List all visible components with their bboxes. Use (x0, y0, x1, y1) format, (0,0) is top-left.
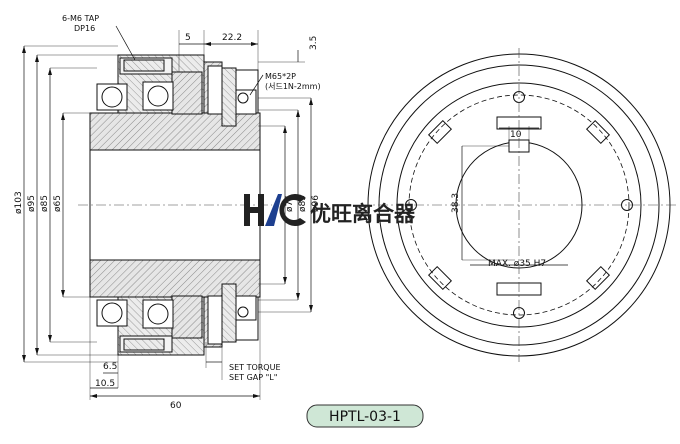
section-arrowheads (22, 42, 313, 398)
dim-key-width: 10 (510, 130, 522, 140)
dim-left-103: ø103 (14, 191, 24, 214)
note-set-torque: SET TORQUE (229, 363, 281, 372)
front-view (360, 48, 678, 362)
company-logo: HC (244, 194, 306, 226)
dim-left-95: ø95 (27, 195, 37, 212)
dim-left-85: ø85 (40, 195, 50, 212)
section-texts: 6-M6 TAP DP16 M65*2P (서드1N-2mm) SET TORQ… (14, 14, 321, 411)
dim-bottom-10-5: 10.5 (95, 379, 115, 389)
note-set-gap: SET GAP "L" (229, 373, 277, 382)
watermark: HC 优旺离合器 (244, 194, 416, 226)
slot-1 (427, 119, 453, 145)
dim-top-5: 5 (185, 33, 191, 43)
bottom-bearing-right (147, 303, 169, 325)
slot-2 (585, 119, 611, 145)
dim-right-96: ø96 (311, 195, 321, 212)
section-view (78, 54, 272, 356)
company-name: 优旺离合器 (310, 202, 416, 226)
top-spring-pack (171, 71, 203, 115)
bottom-adjust-nut (221, 283, 237, 343)
note-thread: M65*2P (265, 72, 296, 81)
top-adjust-nut (221, 67, 237, 127)
front-dimension-lines (461, 126, 568, 266)
dim-bore: MAX. ø35 H7 (488, 259, 546, 269)
dim-bottom-60: 60 (170, 401, 182, 411)
note-tap: 6-M6 TAP (62, 14, 99, 23)
dim-right-75: ø75 (285, 195, 295, 212)
dim-key-height: 38.3 (451, 193, 461, 213)
model-label-text: HPTL-03-1 (329, 409, 401, 425)
bottom-spring-pack (171, 295, 203, 339)
dim-left-65: ø65 (53, 195, 63, 212)
dim-right-85: ø85 (298, 195, 308, 212)
dim-top-22: 22.2 (222, 33, 242, 43)
dim-bottom-6-5: 6.5 (103, 362, 117, 372)
model-label: HPTL-03-1 (306, 404, 424, 428)
front-texts: 10 38.3 MAX. ø35 H7 (451, 130, 546, 269)
bottom-bearing-left (101, 302, 123, 324)
dim-top-3-5: 3.5 (309, 36, 319, 50)
slot-4 (585, 265, 611, 291)
slot-3 (427, 265, 453, 291)
top-bearing-right (147, 85, 169, 107)
note-tap-depth: DP16 (74, 24, 95, 33)
note-thread-torque: (서드1N-2mm) (265, 82, 321, 91)
top-bearing-left (101, 86, 123, 108)
